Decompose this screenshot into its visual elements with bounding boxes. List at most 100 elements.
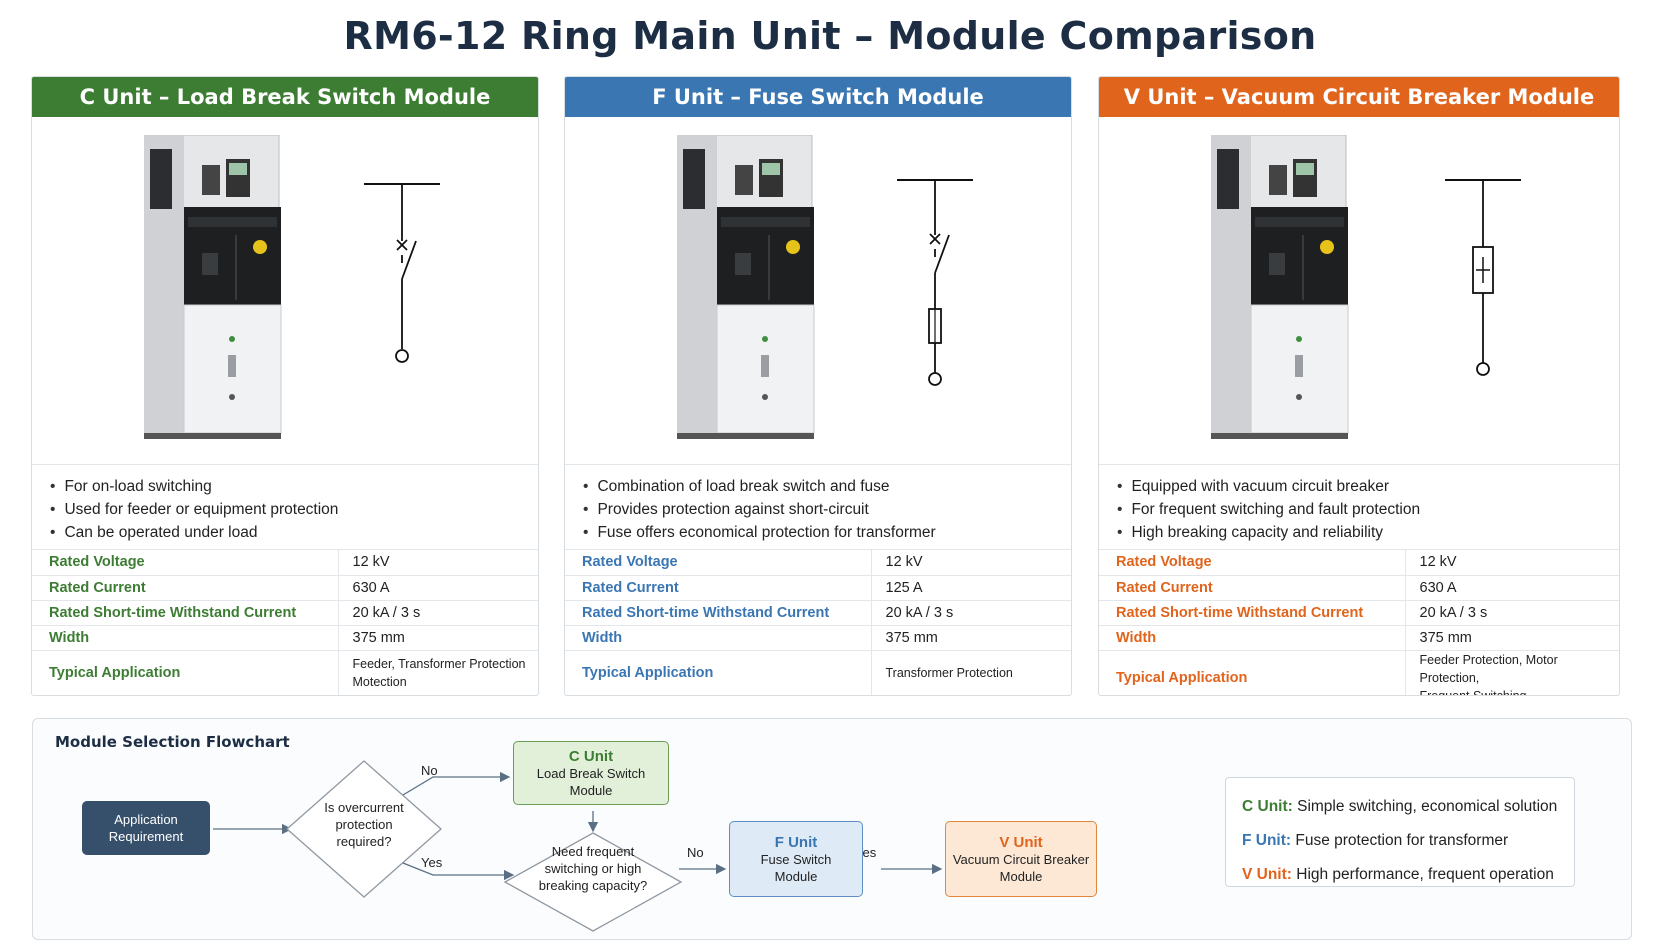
edge-label-yes: Yes <box>421 855 443 870</box>
panel-c-unit: C Unit – Load Break Switch Module <box>31 76 539 696</box>
f-unit-node-title: F Unit <box>774 833 818 851</box>
panel-v-header: V Unit – Vacuum Circuit Breaker Module <box>1099 77 1619 117</box>
panel-f-unit: F Unit – Fuse Switch Module <box>564 76 1072 696</box>
spec-label: Rated Short-time Withstand Current <box>565 600 872 626</box>
page-title: RM6-12 Ring Main Unit – Module Compariso… <box>343 14 1317 58</box>
legend-item: F Unit: Fuse protection for transformer <box>1242 824 1574 858</box>
spec-value: 375 mm <box>338 625 538 651</box>
feature-item: Can be operated under load <box>50 521 538 544</box>
panel-v-unit: V Unit – Vacuum Circuit Breaker Module <box>1098 76 1620 696</box>
selection-flowchart: Module Selection Flowchart Application R… <box>32 718 1632 940</box>
spec-label: Rated Voltage <box>565 550 872 576</box>
c-unit-node: C Unit Load Break Switch Module <box>513 741 669 805</box>
spec-label: Rated Current <box>32 575 339 601</box>
panel-f-illustration <box>565 117 1071 465</box>
legend-text: Simple switching, economical solution <box>1292 798 1558 815</box>
legend-item: C Unit: Simple switching, economical sol… <box>1242 790 1574 824</box>
spec-value: 375 mm <box>1405 625 1619 651</box>
edge-label-no: No <box>687 845 704 860</box>
legend-key: C Unit: <box>1242 798 1293 815</box>
table-row: Typical Application Feeder Protection, Mo… <box>1099 650 1619 696</box>
legend-key: F Unit: <box>1242 832 1292 849</box>
panel-f-header: F Unit – Fuse Switch Module <box>565 77 1071 117</box>
spec-value: 12 kV <box>1405 550 1619 576</box>
spec-value: Feeder Protection, Motor Protection, Fre… <box>1419 652 1558 696</box>
c-unit-node-title: C Unit <box>568 747 614 765</box>
f-unit-node-sub: Fuse Switch Module <box>760 851 832 884</box>
feature-item: For on-load switching <box>50 475 538 498</box>
spec-label: Rated Short-time Withstand Current <box>32 600 339 626</box>
feature-item: Provides protection against short-circui… <box>583 498 1071 521</box>
panel-v-features: Equipped with vacuum circuit breaker For… <box>1099 465 1619 550</box>
spec-label: Rated Current <box>565 575 872 601</box>
spec-label: Rated Voltage <box>32 550 339 576</box>
v-unit-node-title: V Unit <box>999 833 1043 851</box>
panel-f-features: Combination of load break switch and fus… <box>565 465 1071 550</box>
legend-key: V Unit: <box>1242 866 1292 883</box>
spec-value: 20 kA / 3 s <box>871 600 1071 626</box>
legend-item: V Unit: High performance, frequent opera… <box>1242 858 1574 892</box>
legend-text: High performance, frequent operation <box>1291 866 1554 883</box>
spec-value: 125 A <box>871 575 1071 601</box>
spec-value: Transformer Protection <box>885 666 1013 681</box>
spec-label: Typical Application <box>1099 650 1406 695</box>
panel-c-features: For on-load switching Used for feeder or… <box>32 465 538 550</box>
spec-label: Rated Current <box>1099 575 1406 601</box>
spec-value: 12 kV <box>338 550 538 576</box>
unit-legend: C Unit: Simple switching, economical sol… <box>1225 777 1575 887</box>
decision-2-label: Need frequent switching or high breaking… <box>538 844 648 893</box>
flowchart-connectors <box>213 760 943 932</box>
spec-label: Rated Voltage <box>1099 550 1406 576</box>
legend-text: Fuse protection for transformer <box>1291 832 1509 849</box>
spec-label: Width <box>565 625 872 651</box>
spec-value: 20 kA / 3 s <box>1405 600 1619 626</box>
edge-label-no: No <box>421 763 438 778</box>
spec-value: 20 kA / 3 s <box>338 600 538 626</box>
rmu-cabinet-image <box>1211 135 1349 439</box>
spec-label: Width <box>32 625 339 651</box>
table-row: Typical Application Transformer Protectio… <box>565 650 1071 695</box>
v-unit-node: V Unit Vacuum Circuit Breaker Module <box>945 821 1097 897</box>
feature-item: Equipped with vacuum circuit breaker <box>1117 475 1619 498</box>
spec-value: 12 kV <box>871 550 1071 576</box>
flowchart-title: Module Selection Flowchart <box>55 733 290 751</box>
feature-item: Fuse offers economical protection for tr… <box>583 521 1071 544</box>
feature-item: High breaking capacity and reliability <box>1117 521 1619 544</box>
spec-value: 630 A <box>1405 575 1619 601</box>
spec-label: Typical Application <box>565 650 872 695</box>
panel-c-header: C Unit – Load Break Switch Module <box>32 77 538 117</box>
rmu-cabinet-image <box>144 135 282 439</box>
vacuum-breaker-symbol <box>1445 179 1521 376</box>
panel-v-illustration <box>1099 117 1619 465</box>
fuse-switch-symbol <box>897 179 973 386</box>
panel-c-illustration <box>32 117 538 465</box>
feature-item: For frequent switching and fault protect… <box>1117 498 1619 521</box>
feature-item: Combination of load break switch and fus… <box>583 475 1071 498</box>
v-unit-node-sub: Vacuum Circuit Breaker Module <box>952 851 1090 884</box>
feature-item: Used for feeder or equipment protection <box>50 498 538 521</box>
load-break-switch-symbol <box>364 183 440 363</box>
rmu-cabinet-image <box>677 135 815 439</box>
f-unit-node: F Unit Fuse Switch Module <box>729 821 863 897</box>
start-node: Application Requirement <box>82 801 210 855</box>
spec-label: Rated Short-time Withstand Current <box>1099 600 1406 626</box>
decision-1-label: Is overcurrent protection required? <box>324 800 404 849</box>
spec-value: 375 mm <box>871 625 1071 651</box>
start-node-label: Application Requirement <box>108 812 184 844</box>
c-unit-node-sub: Load Break Switch Module <box>536 765 646 798</box>
